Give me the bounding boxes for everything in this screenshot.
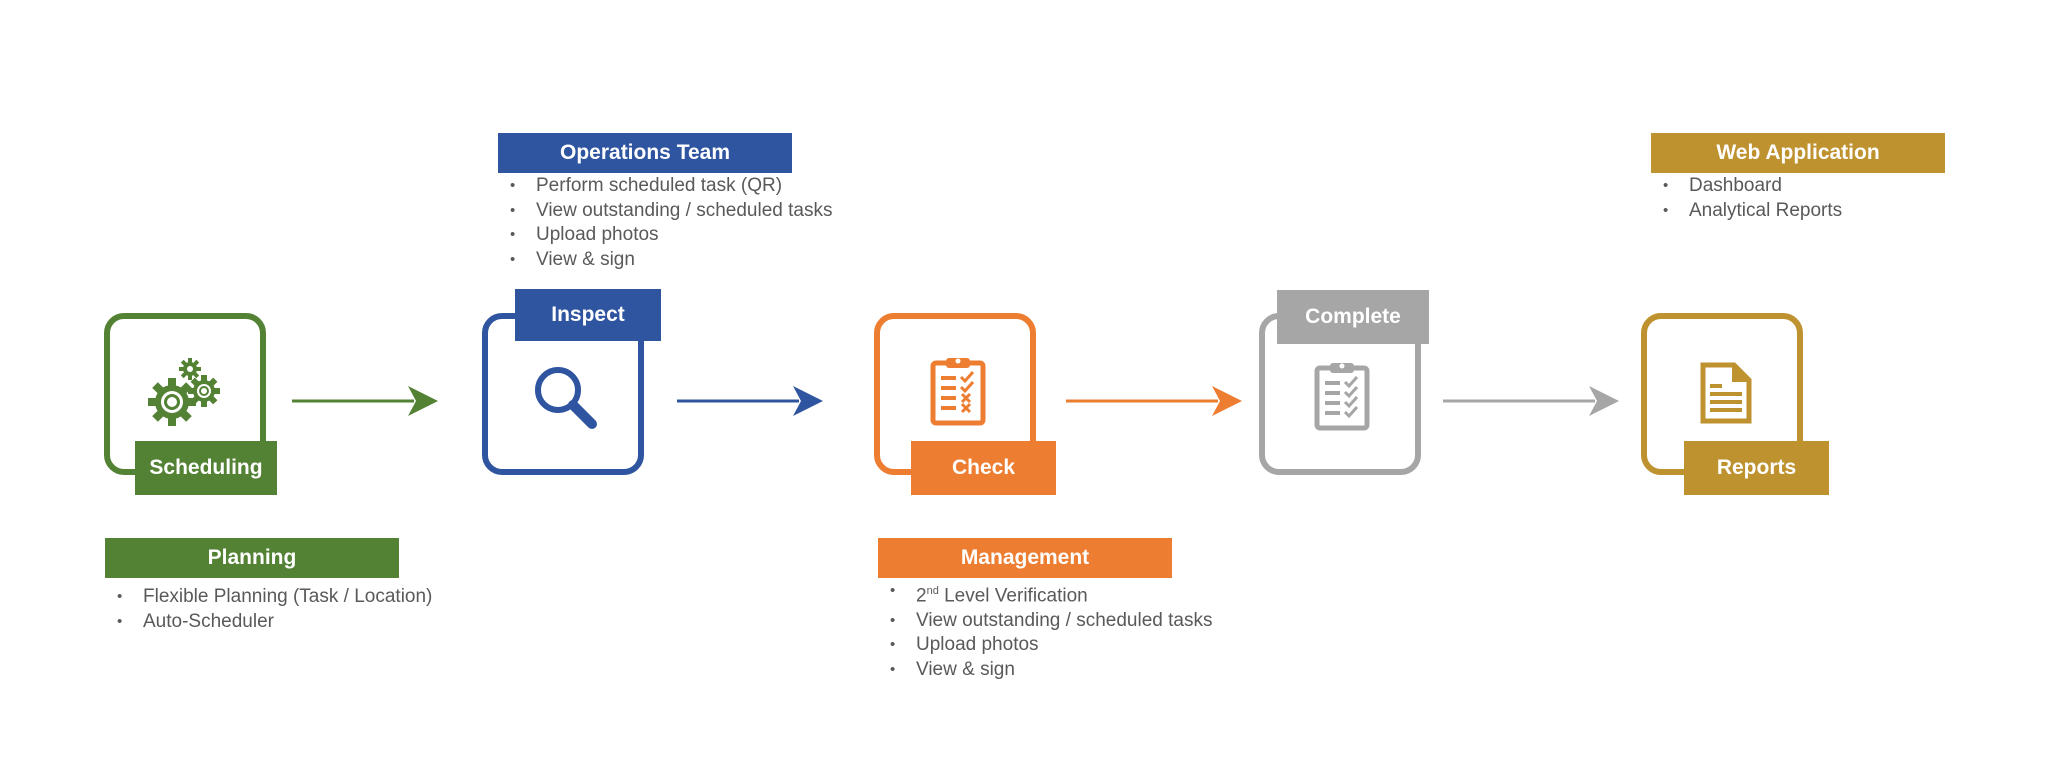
stage-label-reports: Reports xyxy=(1684,441,1829,495)
stage-label-text: Check xyxy=(951,456,1016,479)
list-item-text: 2 xyxy=(916,585,927,607)
arrow-right-icon xyxy=(1443,386,1619,416)
management-header: Management xyxy=(878,538,1172,578)
all-checked-clipboard-icon xyxy=(1314,363,1370,431)
checklist-clipboard-icon xyxy=(930,358,986,426)
planning-header: Planning xyxy=(105,538,399,578)
list-item: View & sign xyxy=(498,248,832,273)
list-item: Analytical Reports xyxy=(1651,199,1842,224)
management-list: 2nd Level Verification View outstanding … xyxy=(878,579,1212,682)
list-item: Dashboard xyxy=(1651,174,1842,199)
list-item-text: Level Verification xyxy=(938,585,1088,607)
stage-label-text: Scheduling xyxy=(149,456,263,479)
stage-label-complete: Complete xyxy=(1277,290,1429,344)
list-item: View outstanding / scheduled tasks xyxy=(498,199,832,224)
web-application-list: Dashboard Analytical Reports xyxy=(1651,174,1842,223)
planning-title: Planning xyxy=(207,546,297,569)
document-icon xyxy=(1700,362,1752,424)
stage-label-text: Inspect xyxy=(551,303,625,326)
operations-team-list: Perform scheduled task (QR) View outstan… xyxy=(498,174,832,272)
management-title: Management xyxy=(960,546,1090,569)
ordinal-suffix: nd xyxy=(926,585,939,597)
arrow-right-icon xyxy=(677,386,823,416)
list-item: Perform scheduled task (QR) xyxy=(498,174,832,199)
operations-team-header: Operations Team xyxy=(498,133,792,173)
magnifier-icon xyxy=(535,367,597,429)
gears-icon xyxy=(148,358,220,426)
list-item: View outstanding / scheduled tasks xyxy=(878,609,1212,634)
list-item: Upload photos xyxy=(498,223,832,248)
stage-label-check: Check xyxy=(911,441,1056,495)
list-item: View & sign xyxy=(878,658,1212,683)
web-application-header: Web Application xyxy=(1651,133,1945,173)
arrow-right-icon xyxy=(1066,386,1242,416)
operations-team-title: Operations Team xyxy=(560,141,730,164)
arrow-right-icon xyxy=(292,386,438,416)
stage-label-scheduling: Scheduling xyxy=(135,441,277,495)
list-item: 2nd Level Verification xyxy=(878,579,1212,609)
list-item: Flexible Planning (Task / Location) xyxy=(105,585,432,610)
stage-label-inspect: Inspect xyxy=(515,289,661,341)
web-application-title: Web Application xyxy=(1716,141,1880,164)
planning-list: Flexible Planning (Task / Location) Auto… xyxy=(105,585,432,634)
stage-label-text: Complete xyxy=(1305,305,1401,328)
stage-label-text: Reports xyxy=(1716,456,1797,479)
list-item: Upload photos xyxy=(878,633,1212,658)
list-item: Auto-Scheduler xyxy=(105,610,432,635)
